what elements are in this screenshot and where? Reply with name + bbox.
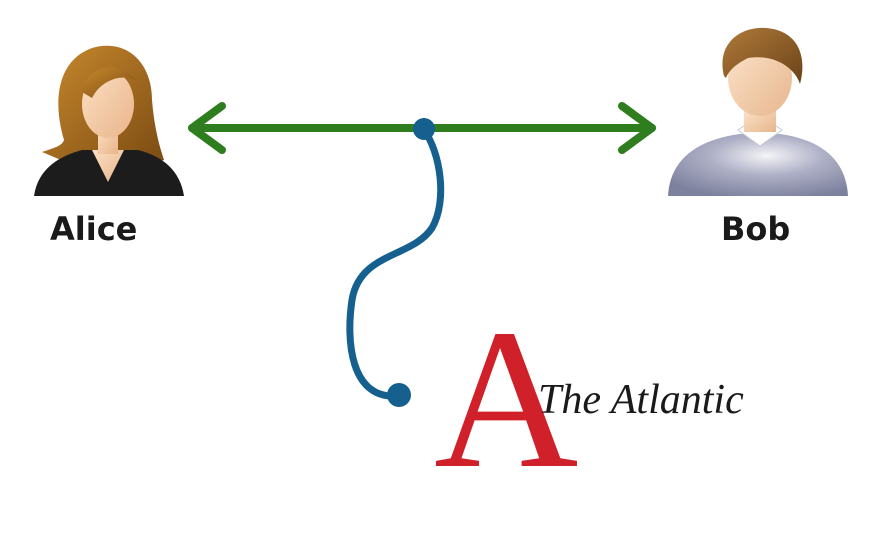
atlantic-logo-letter: A [434,289,579,510]
bob-label: Bob [721,210,791,248]
woman-avatar-icon [34,45,184,196]
tap-cable-icon [346,118,445,407]
atlantic-logo-name: The Atlantic [538,377,744,423]
alice-label: Alice [50,210,138,248]
man-avatar-icon [668,27,848,196]
